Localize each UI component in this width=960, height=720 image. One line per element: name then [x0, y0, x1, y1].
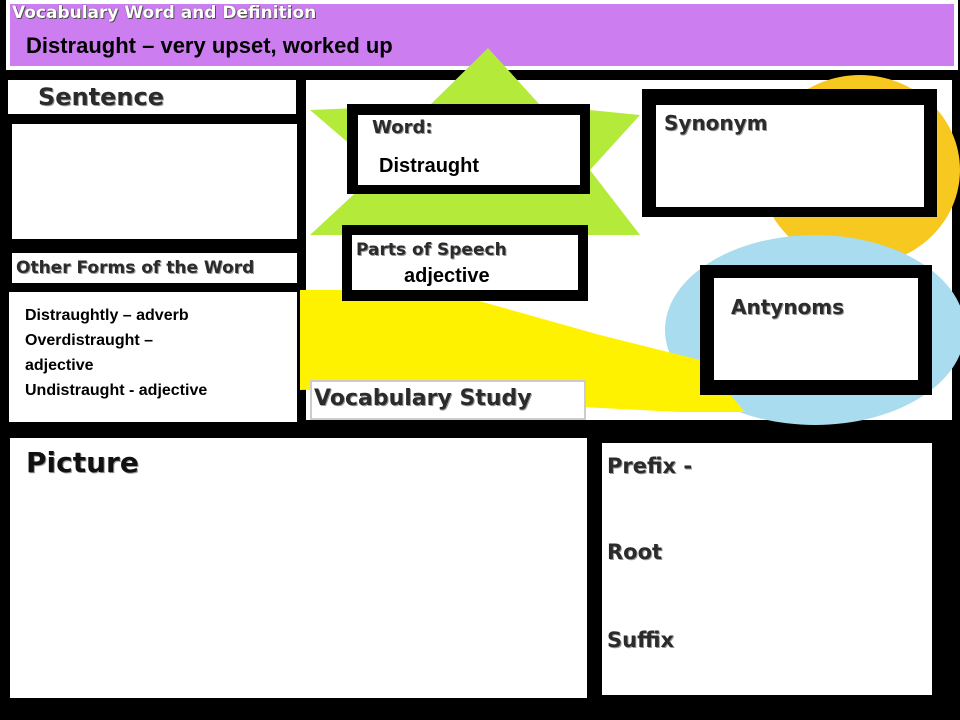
parts-of-speech-inner: [352, 235, 578, 290]
prefix-label: Prefix -: [607, 454, 693, 478]
parts-of-speech-value: adjective: [404, 265, 490, 287]
picture-box: [10, 438, 587, 698]
other-form-line: adjective: [25, 357, 94, 374]
other-forms-list: Distraughtly – adverb Overdistraught – a…: [25, 303, 290, 403]
sentence-box: [12, 124, 297, 239]
vocabulary-study-box: [310, 380, 586, 420]
antonyms-box-inner: [714, 278, 918, 380]
sentence-title: Sentence: [38, 83, 164, 111]
sentence-title-box: [8, 80, 296, 114]
vocabulary-study-label: Vocabulary Study: [314, 386, 532, 411]
antonyms-label: Antynoms: [731, 295, 845, 319]
word-label: Word:: [372, 117, 433, 138]
word-parts-box: [602, 443, 932, 695]
other-form-line: Distraughtly – adverb: [25, 307, 189, 324]
word-value: Distraught: [379, 155, 479, 177]
header-label: Vocabulary Word and Definition: [12, 3, 317, 23]
other-forms-title: Other Forms of the Word: [16, 258, 255, 278]
synonym-box-inner: [656, 105, 924, 207]
root-label: Root: [607, 540, 663, 564]
picture-label: Picture: [26, 446, 139, 479]
other-form-line: Overdistraught –: [25, 332, 154, 349]
word-definition: Distraught – very upset, worked up: [26, 33, 393, 58]
word-box-inner: [358, 115, 580, 185]
parts-of-speech-label: Parts of Speech: [356, 240, 507, 260]
other-forms-box: [9, 292, 297, 422]
other-forms-title-box: [12, 253, 297, 283]
other-form-line: Undistraught - adjective: [25, 382, 208, 399]
suffix-label: Suffix: [607, 628, 675, 652]
synonym-label: Synonym: [664, 111, 768, 135]
